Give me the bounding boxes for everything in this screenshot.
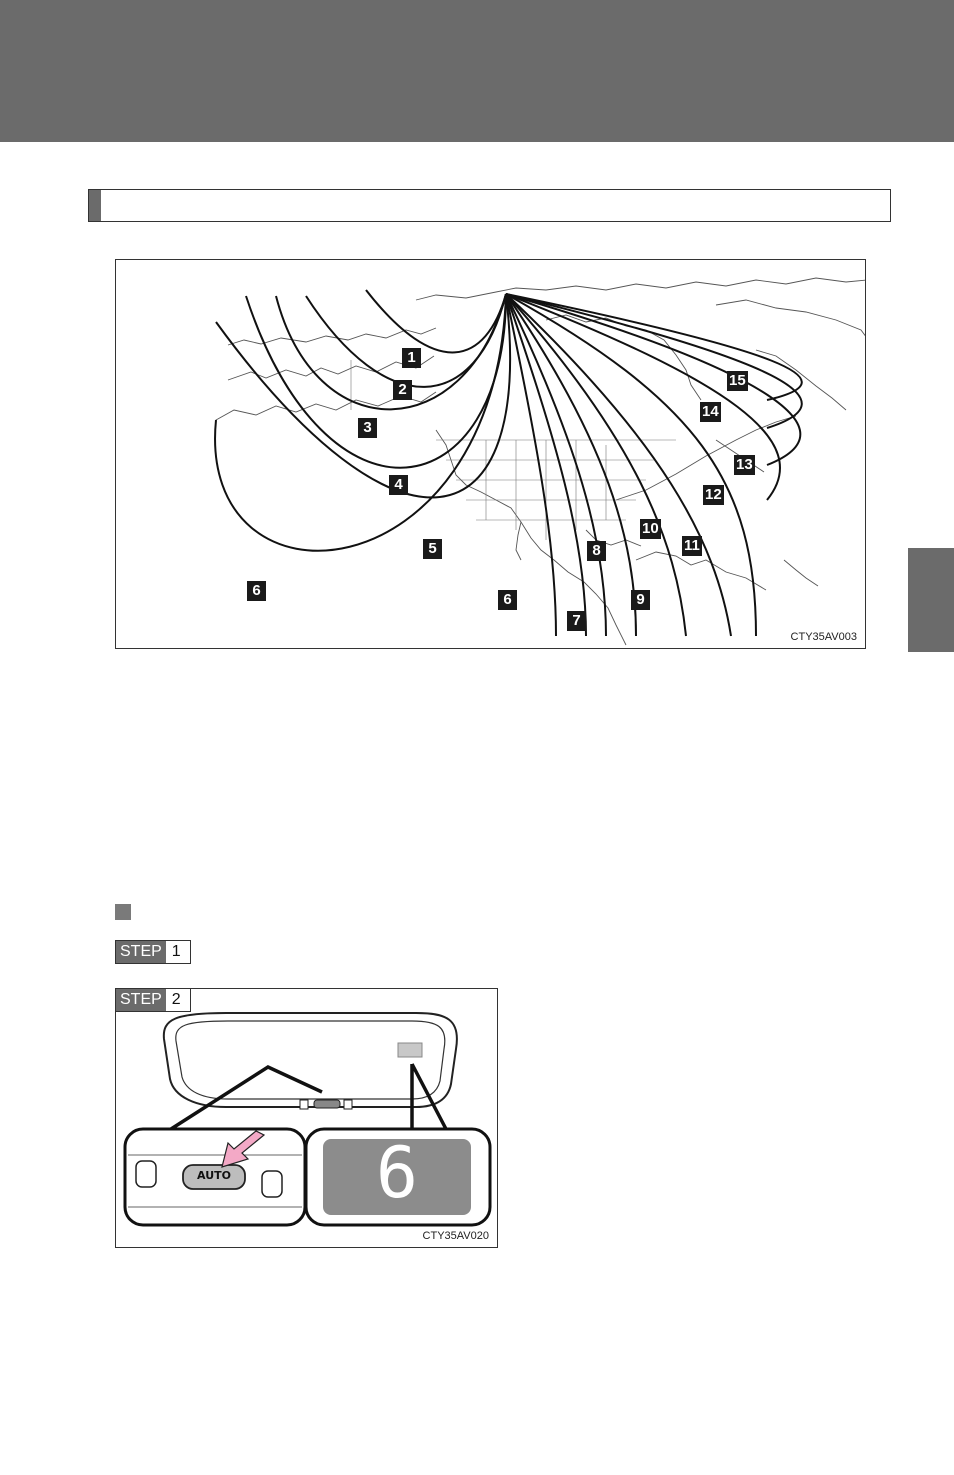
zone-label: 6 (498, 590, 517, 610)
pointer-display (410, 1063, 448, 1130)
chapter-side-tab (908, 548, 954, 652)
zone-label: 13 (734, 455, 755, 475)
zone-label: 3 (358, 418, 377, 438)
pointer-buttons (170, 1065, 323, 1131)
mirror-glass (175, 1020, 446, 1100)
press-arrow-shape (221, 1130, 266, 1168)
compass-display-panel (323, 1139, 471, 1215)
zone-label: 14 (700, 402, 721, 422)
mini-button-left (299, 1099, 309, 1110)
zone-label: 12 (703, 485, 724, 505)
zone-label: 10 (640, 519, 661, 539)
section-bar-accent (89, 190, 101, 221)
step-2-label: STEP 2 (115, 988, 191, 1012)
right-sensor-button (261, 1170, 283, 1198)
section-title-bar (88, 189, 891, 222)
mirror-drawing (123, 1012, 492, 1227)
zone-label: 2 (393, 380, 412, 400)
zone-label: 4 (389, 475, 408, 495)
subheading-marker (115, 904, 131, 920)
figure-code: CTY35AV003 (790, 631, 857, 643)
zone-label: 1 (402, 348, 421, 368)
step-number: 1 (165, 941, 187, 963)
zone-label: 9 (631, 590, 650, 610)
zone-label: 11 (682, 536, 702, 556)
compass-display-window (397, 1042, 423, 1058)
zone-label: 5 (423, 539, 442, 559)
coastline-outlines (215, 277, 865, 646)
left-sensor-button (135, 1160, 157, 1188)
page-header-band (0, 0, 954, 142)
figure-code: CTY35AV020 (422, 1230, 489, 1242)
mini-button-right (343, 1099, 353, 1110)
auto-button-body (182, 1164, 246, 1190)
zone-boundary-lines (214, 289, 803, 637)
compass-digit: 6 (375, 1132, 419, 1214)
state-borders (350, 360, 676, 540)
step-word: STEP (116, 941, 166, 963)
mini-auto-button (313, 1099, 341, 1109)
auto-button-label: AUTO (197, 1169, 231, 1182)
step-number: 2 (165, 989, 187, 1011)
zone-label: 8 (587, 541, 606, 561)
step-word: STEP (116, 989, 166, 1011)
zone-label: 15 (727, 371, 748, 391)
compass-zone-map: 1 2 3 4 5 6 6 7 8 9 10 11 12 13 14 15 CT… (115, 259, 866, 649)
closeup-trim-lines (128, 1154, 302, 1208)
step-1-label: STEP 1 (115, 940, 191, 964)
rearview-mirror-illustration: AUTO 6 CTY35AV020 (115, 988, 498, 1248)
zone-label: 6 (247, 581, 266, 601)
zone-label: 7 (567, 611, 586, 631)
